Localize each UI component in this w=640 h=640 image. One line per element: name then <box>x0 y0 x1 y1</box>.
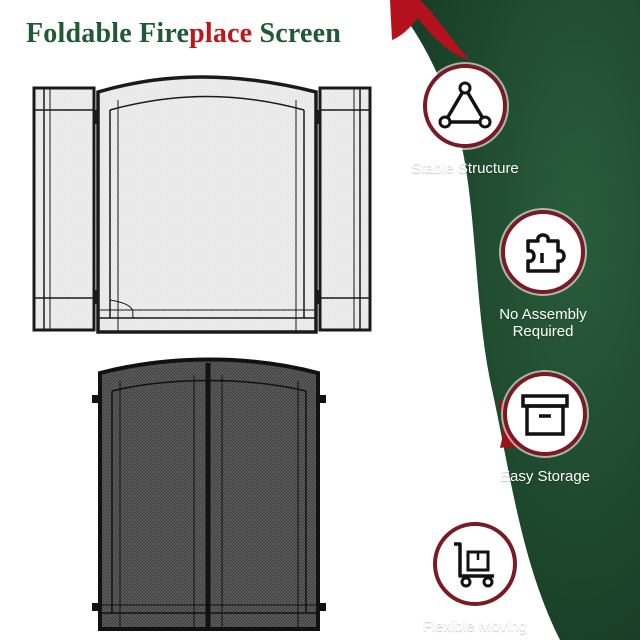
feature-no-assembly: No Assembly Required <box>468 210 618 340</box>
feature-label: Easy Storage <box>499 468 591 485</box>
feature-icon-circle <box>423 64 507 148</box>
feature-easy-storage: Easy Storage <box>470 372 620 485</box>
feature-icon-circle <box>433 522 517 606</box>
feature-icon-circle <box>503 372 587 456</box>
fireplace-screen-unfolded <box>32 75 372 334</box>
red-ribbon-top <box>390 0 470 60</box>
title-part-2: place <box>189 18 253 49</box>
feature-label: Stable Structure <box>411 160 519 177</box>
feature-label: No Assembly Required <box>499 306 587 340</box>
center-panel <box>96 75 318 334</box>
fireplace-screen-folded <box>92 357 326 631</box>
puzzle-piece-icon <box>526 233 566 273</box>
right-panel <box>318 86 372 332</box>
feature-label: Flexible Moving <box>422 618 528 635</box>
title-part-1: Foldable Fire <box>26 18 190 49</box>
left-panel <box>32 86 96 332</box>
feature-flexible-moving: Flexible Moving <box>400 522 550 635</box>
feature-icon-circle <box>501 210 585 294</box>
feature-stable-structure: Stable Structure <box>390 64 540 177</box>
title-part-3: Screen <box>252 18 342 49</box>
page-title: Foldable Fireplace Screen <box>26 18 341 50</box>
storage-box-icon <box>521 394 569 436</box>
triangle-structure-icon <box>438 81 492 129</box>
hand-truck-icon <box>454 542 494 588</box>
